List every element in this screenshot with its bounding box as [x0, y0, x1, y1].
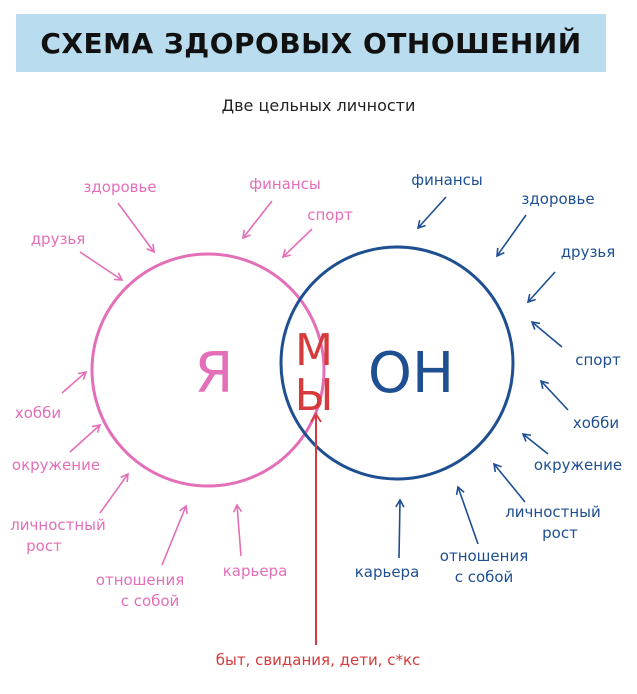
- title-banner: СХЕМА ЗДОРОВЫХ ОТНОШЕНИЙ: [16, 14, 606, 72]
- shared-life-label: быт, свидания, дети, с*кс: [216, 651, 421, 669]
- him-label: ОН: [368, 341, 454, 406]
- left-growth-label-1: личностный: [10, 516, 106, 534]
- us-label-bottom: Ы: [295, 370, 334, 421]
- right-hobby-label: хобби: [573, 414, 619, 432]
- arrow-right-growth: [492, 462, 526, 503]
- right-self-relations-label-2: с собой: [455, 568, 514, 586]
- him-circle: [279, 245, 515, 481]
- arrow-left-self-relations: [161, 504, 188, 566]
- arrow-right-self-relations: [455, 485, 479, 545]
- page-title: СХЕМА ЗДОРОВЫХ ОТНОШЕНИЙ: [40, 26, 582, 60]
- right-environment-label: окружение: [534, 456, 622, 474]
- arrow-right-friends: [526, 271, 556, 304]
- arrow-left-hobby: [61, 370, 88, 394]
- arrow-right-sport: [530, 320, 563, 348]
- left-health-label: здоровье: [83, 178, 156, 196]
- arrow-left-growth: [99, 472, 129, 514]
- me-label: Я: [195, 341, 234, 406]
- us-label-top: М: [295, 325, 333, 376]
- arrow-left-health: [117, 202, 155, 254]
- right-growth-label-2: рост: [542, 524, 578, 542]
- arrow-right-hobby: [539, 379, 569, 411]
- left-sport-label: спорт: [307, 206, 353, 224]
- left-friends-label: друзья: [31, 230, 86, 248]
- right-growth-label-1: личностный: [505, 503, 601, 521]
- arrow-left-finance: [242, 200, 273, 240]
- arrow-left-sport: [281, 228, 313, 259]
- right-self-relations-label-1: отношения: [440, 547, 528, 565]
- subtitle: Две цельных личности: [221, 96, 416, 115]
- left-career-label: карьера: [223, 562, 288, 580]
- arrow-right-career: [395, 498, 405, 559]
- left-growth-label-2: рост: [26, 537, 62, 555]
- right-sport-label: спорт: [575, 351, 621, 369]
- arrow-left-career: [232, 503, 243, 557]
- left-finance-label: финансы: [249, 175, 320, 193]
- right-career-label: карьера: [355, 563, 420, 581]
- arrow-left-environment: [69, 423, 102, 453]
- me-circle: [90, 252, 326, 488]
- right-health-label: здоровье: [521, 190, 594, 208]
- left-self-relations-label-1: отношения: [96, 571, 184, 589]
- left-environment-label: окружение: [12, 456, 100, 474]
- arrow-right-health: [496, 214, 527, 258]
- left-self-relations-label-2: с собой: [121, 592, 180, 610]
- arrow-right-finance: [416, 196, 447, 230]
- right-friends-label: друзья: [561, 243, 616, 261]
- arrow-left-friends: [79, 251, 124, 281]
- left-hobby-label: хобби: [15, 404, 61, 422]
- arrow-right-environment: [521, 432, 549, 455]
- right-finance-label: финансы: [411, 171, 482, 189]
